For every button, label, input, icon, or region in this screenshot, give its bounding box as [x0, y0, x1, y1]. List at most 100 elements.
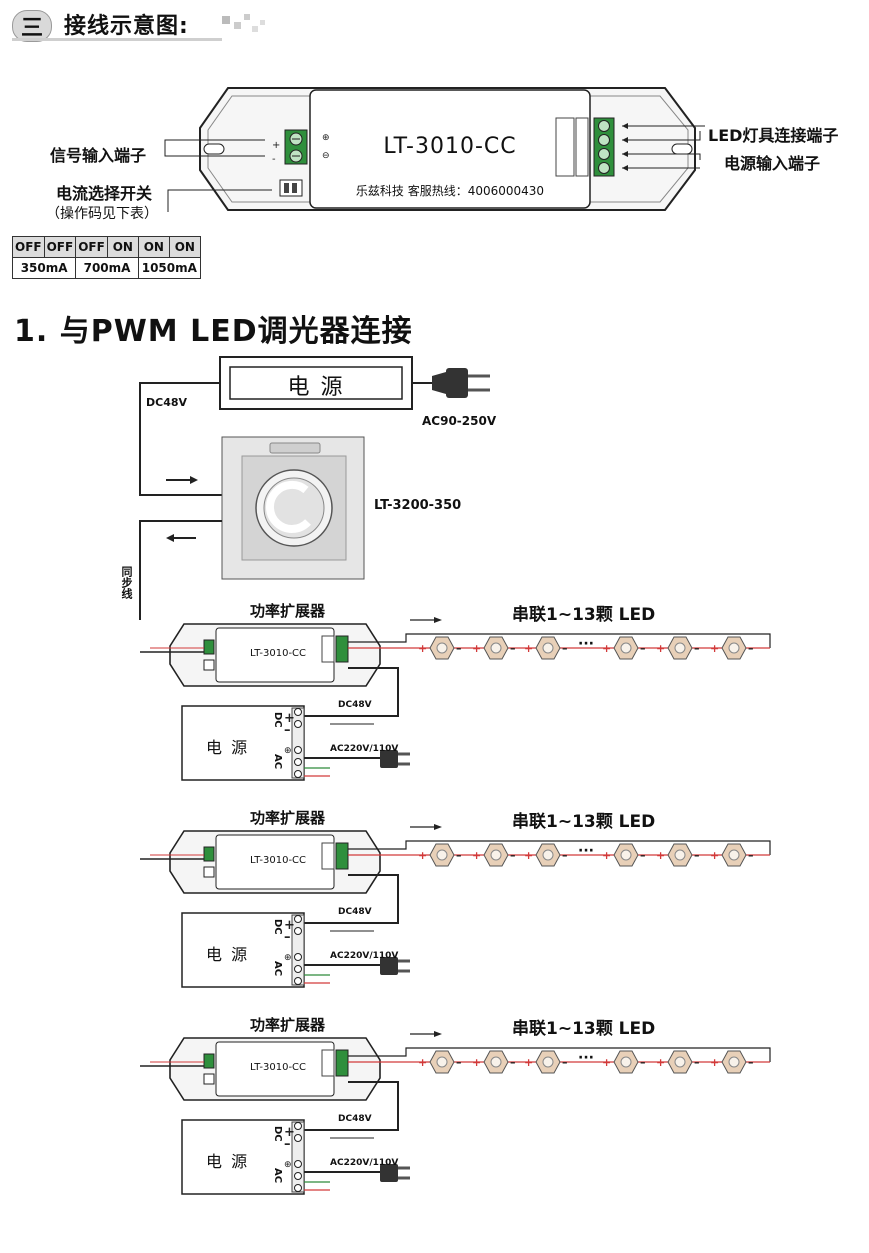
- svg-text:⊕: ⊕: [284, 746, 292, 756]
- psu-top-ac: AC90-250V: [422, 414, 497, 428]
- extender-model: LT-3010-CC: [250, 1062, 307, 1073]
- svg-text:+: +: [602, 1056, 611, 1069]
- label-signal-input: 信号输入端子: [50, 146, 147, 165]
- title-underline: [12, 38, 222, 41]
- svg-text:–: –: [562, 849, 568, 862]
- svg-text:–: –: [284, 930, 291, 945]
- led-string-title: 串联1~13颗 LED: [512, 1019, 656, 1039]
- psu-dc-side: DC: [272, 919, 283, 935]
- label-switch-note: （操作码见下表）: [46, 206, 158, 222]
- psu-ac-label: AC220V/110V: [330, 744, 399, 754]
- svg-text:+: +: [418, 1056, 427, 1069]
- led-ellipsis: ···: [578, 843, 594, 859]
- device-top-drawing: ⊕ ⊖ + -: [164, 87, 705, 212]
- svg-text:–: –: [640, 642, 646, 655]
- svg-text:+: +: [472, 849, 481, 862]
- svg-text:–: –: [748, 642, 754, 655]
- svg-text:+: +: [656, 642, 665, 655]
- psu-ac-side: AC: [272, 961, 283, 977]
- svg-text:⊕: ⊕: [322, 133, 330, 143]
- svg-text:+: +: [524, 642, 533, 655]
- svg-text:–: –: [748, 849, 754, 862]
- svg-text:–: –: [640, 1056, 646, 1069]
- extender-model: LT-3010-CC: [250, 648, 307, 659]
- dimmer-model: LT-3200-350: [374, 498, 462, 513]
- current-option: 350mA: [11, 257, 77, 279]
- device-company-line: 乐兹科技 客服热线：4006000430: [355, 184, 545, 198]
- svg-text:–: –: [562, 642, 568, 655]
- svg-text:–: –: [694, 849, 700, 862]
- extender-title: 功率扩展器: [250, 809, 326, 827]
- device-model: LT-3010-CC: [383, 134, 517, 159]
- svg-text:+: +: [710, 642, 719, 655]
- svg-text:+: +: [602, 642, 611, 655]
- svg-text:+: +: [710, 1056, 719, 1069]
- svg-text:–: –: [510, 642, 516, 655]
- current-option: 700mA: [75, 257, 139, 279]
- svg-text:–: –: [456, 849, 462, 862]
- svg-text:–: –: [456, 1056, 462, 1069]
- source-drawing: [139, 356, 490, 620]
- svg-text:+: +: [524, 1056, 533, 1069]
- label-current-switch: 电流选择开关: [56, 184, 153, 203]
- svg-text:+: +: [418, 849, 427, 862]
- psu-ac-label: AC220V/110V: [330, 951, 399, 961]
- svg-text:+: +: [284, 711, 295, 726]
- svg-text:+: +: [418, 642, 427, 655]
- section-number-badge: 三: [12, 10, 52, 42]
- extender-title: 功率扩展器: [250, 1016, 326, 1034]
- svg-text:–: –: [562, 1056, 568, 1069]
- svg-text:+: +: [284, 1125, 295, 1140]
- psu-label: 电 源: [206, 738, 250, 757]
- led-ellipsis: ···: [578, 636, 594, 652]
- svg-text:⊕: ⊕: [284, 1160, 292, 1170]
- svg-text:–: –: [694, 642, 700, 655]
- psu-dc-label: DC48V: [338, 907, 372, 917]
- svg-text:–: –: [510, 849, 516, 862]
- extender-title: 功率扩展器: [250, 602, 326, 620]
- led-string-title: 串联1~13颗 LED: [512, 812, 656, 832]
- psu-dc-side: DC: [272, 712, 283, 728]
- psu-dc-label: DC48V: [338, 700, 372, 710]
- svg-text:+: +: [472, 1056, 481, 1069]
- psu-label: 电 源: [206, 1152, 250, 1171]
- extender-model: LT-3010-CC: [250, 855, 307, 866]
- svg-text:–: –: [284, 723, 291, 738]
- section1-title: 1. 与PWM LED调光器连接: [14, 314, 413, 349]
- switch-state: ON: [168, 236, 201, 258]
- psu-dc-label: DC48V: [338, 1114, 372, 1124]
- psu-ac-side: AC: [272, 754, 283, 770]
- svg-text:+: +: [272, 140, 280, 151]
- switch-state: ON: [106, 236, 139, 258]
- svg-text:–: –: [510, 1056, 516, 1069]
- led-ellipsis: ···: [578, 1050, 594, 1066]
- svg-text:+: +: [656, 1056, 665, 1069]
- sync-line-label: 同步线: [120, 566, 133, 599]
- led-string-title: 串联1~13颗 LED: [512, 605, 656, 625]
- label-led-terminal: LED灯具连接端子: [708, 126, 839, 145]
- section-title: 接线示意图:: [64, 14, 189, 39]
- psu-top-label: 电 源: [287, 375, 345, 400]
- switch-table: OFF OFF OFF ON ON ON 350mA 700mA 1050mA: [11, 236, 201, 279]
- svg-text:+: +: [284, 918, 295, 933]
- svg-text:–: –: [284, 1137, 291, 1152]
- svg-text:–: –: [748, 1056, 754, 1069]
- svg-text:-: -: [272, 154, 276, 165]
- switch-state: OFF: [12, 236, 45, 258]
- svg-text:+: +: [602, 849, 611, 862]
- svg-text:+: +: [524, 849, 533, 862]
- svg-text:+: +: [656, 849, 665, 862]
- current-option: 1050mA: [137, 257, 201, 279]
- psu-ac-label: AC220V/110V: [330, 1158, 399, 1168]
- psu-top-dc: DC48V: [146, 396, 188, 409]
- psu-ac-side: AC: [272, 1168, 283, 1184]
- switch-state: OFF: [75, 236, 108, 258]
- svg-text:–: –: [694, 1056, 700, 1069]
- svg-text:–: –: [640, 849, 646, 862]
- svg-text:⊕: ⊕: [284, 953, 292, 963]
- psu-label: 电 源: [206, 945, 250, 964]
- psu-dc-side: DC: [272, 1126, 283, 1142]
